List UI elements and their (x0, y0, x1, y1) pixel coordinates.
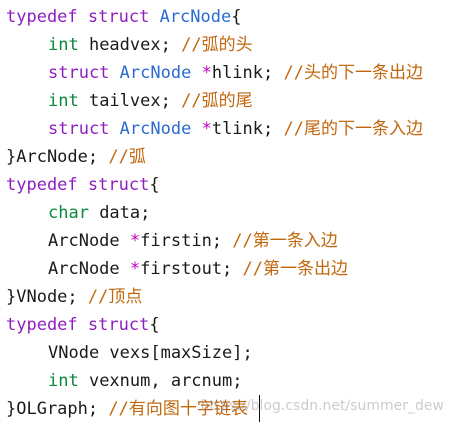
code-line-15: }OLGraph; //有向图十字链表 (6, 395, 452, 423)
open-brace: { (231, 7, 242, 27)
comment: //弧的头 (181, 35, 253, 55)
type-arcnode: ArcNode (48, 231, 120, 251)
watermark: https://blog.csdn.net/summer_dew (200, 398, 444, 414)
struct-name: ArcNode (159, 7, 232, 27)
code-line-1: typedef struct ArcNode{ (6, 3, 452, 31)
code-line-12: typedef struct{ (6, 311, 452, 339)
field-decl: headvex; (78, 35, 171, 55)
struct-end: }ArcNode; (6, 147, 99, 167)
field-decl: VNode vexs[maxSize]; (48, 343, 253, 363)
code-line-13: VNode vexs[maxSize]; (6, 339, 452, 367)
type-arcnode: ArcNode (48, 259, 120, 279)
open-brace: { (149, 315, 160, 335)
type-arcnode: ArcNode (119, 119, 192, 139)
code-line-6: }ArcNode; //弧 (6, 143, 452, 171)
code-line-3: struct ArcNode *hlink; //头的下一条出边 (6, 59, 452, 87)
code-line-5: struct ArcNode *tlink; //尾的下一条入边 (6, 115, 452, 143)
field-decl: tailvex; (78, 91, 171, 111)
field-decl: tlink; (211, 119, 274, 139)
comment: //第一条入边 (232, 231, 338, 251)
field-decl: firstout; (140, 259, 233, 279)
keyword-typedef: typedef (6, 315, 78, 335)
comment: //顶点 (87, 287, 143, 307)
keyword-struct: struct (87, 7, 150, 27)
comment: //尾的下一条入边 (283, 119, 423, 139)
field-decl: vexnum, arcnum; (78, 371, 243, 391)
type-char: char (48, 203, 89, 223)
keyword-struct: struct (48, 119, 110, 139)
field-decl: hlink; (211, 63, 274, 83)
keyword-struct: struct (87, 315, 150, 335)
type-arcnode: ArcNode (119, 63, 192, 83)
comment: //头的下一条出边 (283, 63, 423, 83)
comment: //有向图十字链表 (108, 399, 248, 419)
type-int: int (48, 91, 79, 111)
comment: //弧的尾 (181, 91, 253, 111)
pointer-star: * (129, 231, 141, 251)
code-line-8: char data; (6, 199, 452, 227)
pointer-star: * (201, 63, 212, 83)
open-brace: { (149, 175, 160, 195)
pointer-star: * (129, 259, 141, 279)
field-decl: data; (88, 203, 151, 223)
code-line-4: int tailvex; //弧的尾 (6, 87, 452, 115)
type-int: int (48, 371, 79, 391)
code-line-2: int headvex; //弧的头 (6, 31, 452, 59)
code-line-11: }VNode; //顶点 (6, 283, 452, 311)
comment: //第一条出边 (242, 259, 349, 279)
code-line-14: int vexnum, arcnum; (6, 367, 452, 395)
keyword-struct: struct (48, 63, 110, 83)
text-caret (259, 395, 260, 422)
keyword-typedef: typedef (6, 7, 78, 27)
type-int: int (48, 35, 79, 55)
field-decl: firstin; (140, 231, 223, 251)
pointer-star: * (201, 119, 212, 139)
comment: //弧 (108, 147, 146, 167)
struct-end: }OLGraph; (6, 399, 99, 419)
code-line-10: ArcNode *firstout; //第一条出边 (6, 255, 452, 283)
struct-end: }VNode; (6, 287, 78, 307)
code-line-9: ArcNode *firstin; //第一条入边 (6, 227, 452, 255)
keyword-struct: struct (87, 175, 150, 195)
code-line-7: typedef struct{ (6, 171, 452, 199)
keyword-typedef: typedef (6, 175, 78, 195)
